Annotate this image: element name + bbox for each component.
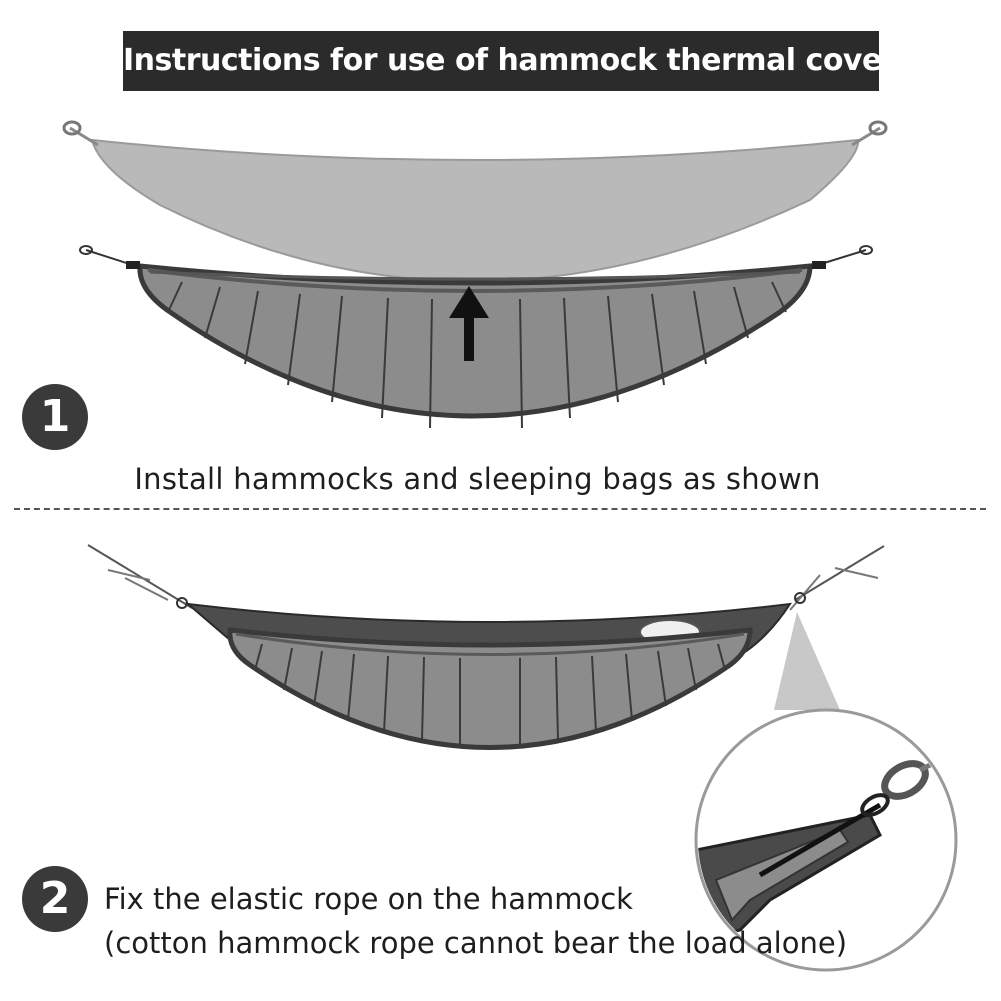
step2-hammock-illustration [87, 544, 885, 750]
step-number-badge: 1 [22, 384, 88, 450]
cover-body [137, 263, 813, 419]
hammock-rope-left [69, 126, 99, 147]
dashed-divider [14, 508, 986, 510]
page-title: Instructions for use of hammock thermal … [123, 31, 897, 91]
carabiner-left-icon [62, 120, 82, 136]
hammock-rope-right [851, 126, 881, 147]
step-number-badge: 2 [22, 866, 88, 932]
arrow-up-icon [449, 286, 489, 361]
step1-hammock-illustration [62, 120, 888, 429]
step2-caption-line2: (cotton hammock rope cannot bear the loa… [104, 926, 848, 960]
zoom-detail [694, 612, 958, 972]
step1-caption: Install hammocks and sleeping bags as sh… [134, 462, 821, 496]
step2-caption-line1: Fix the elastic rope on the hammock [104, 882, 633, 916]
hammock-body [90, 138, 860, 283]
carabiner-right-icon [868, 120, 888, 136]
